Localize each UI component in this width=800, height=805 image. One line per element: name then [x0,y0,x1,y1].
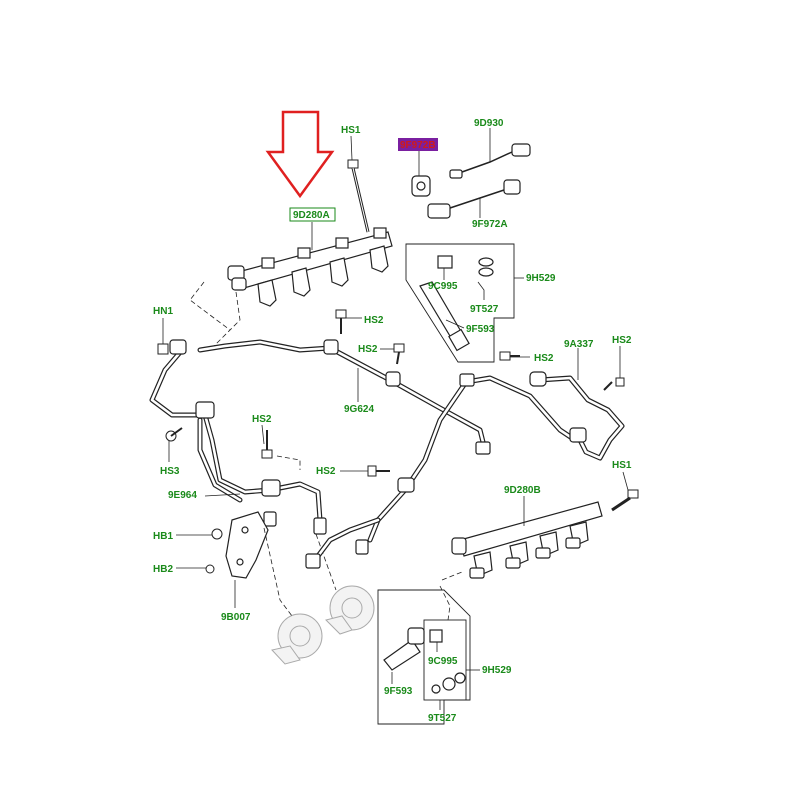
bolt-hb2[interactable] [205,564,215,574]
injector-bottom[interactable] [383,627,425,671]
label-hs2-mid: HS2 [316,466,336,477]
label-kit-bottom: 9H529 [482,665,512,676]
label-highlight-part: 9F972B [400,140,436,151]
bolt-hb1[interactable] [211,528,223,540]
highlight-label-bg [398,138,438,151]
label-hn1: HN1 [153,306,173,317]
label-bracket: 9B007 [221,612,251,623]
bolt-hs2-c[interactable] [499,351,520,361]
label-hb1: HB1 [153,531,173,542]
label-hb2: HB2 [153,564,173,575]
label-hs2-c: HS2 [534,353,554,364]
bolt-hs1-right[interactable] [611,489,639,512]
bolt-hs2-mid[interactable] [367,465,390,477]
label-pipe-left: 9E964 [168,490,197,501]
fuel-pipe-left[interactable] [149,339,333,535]
clip-top-icon [437,255,453,269]
mounting-bracket[interactable] [225,511,269,579]
bolt-hs2-b[interactable] [393,343,405,365]
fuel-pipe-right[interactable] [529,371,625,461]
label-seal-top: 9T527 [470,304,499,315]
label-hs3: HS3 [160,466,180,477]
bolt-hs2-left[interactable] [261,430,273,459]
label-kit-top: 9H529 [526,273,556,284]
label-hs2-a: HS2 [364,315,384,326]
bolt-hs2-right[interactable] [603,377,625,391]
label-hs1-top: HS1 [341,125,361,136]
fuel-rail-b[interactable] [451,501,603,579]
seal-top-icon [478,257,494,267]
label-sensor-b: 9F972A [472,219,508,230]
label-injector-top: 9F593 [466,324,495,335]
injector-kit-box-top [405,243,515,363]
label-pipe-center: 9G624 [344,404,374,415]
sensor-9f972a[interactable] [427,179,521,219]
label-clip-bottom: 9C995 [428,656,458,667]
fuel-pipe-center[interactable] [323,339,491,455]
nut-hn1[interactable] [157,343,169,355]
label-hs1-right: HS1 [612,460,632,471]
injector-top[interactable] [419,281,470,352]
label-rail-a: 9D280A [293,210,330,221]
label-hs2-left: HS2 [252,414,272,425]
clip-bottom-icon [429,629,443,643]
fuel-rail-a[interactable] [227,227,393,307]
label-injector-bottom: 9F593 [384,686,413,697]
bolt-hs3[interactable] [165,427,183,442]
label-pipe-a: 9A337 [564,339,594,350]
label-seal-bottom: 9T527 [428,713,457,724]
label-hs2-b: HS2 [358,344,378,355]
label-hs2-right: HS2 [612,335,632,346]
label-clip-top: 9C995 [428,281,458,292]
rail-a-label-box [289,207,336,222]
seal-bottom-icon [431,684,441,694]
pressure-sensor-highlighted[interactable] [411,175,431,197]
fuel-pipe-crossing[interactable] [305,373,578,569]
bolt-hs2-a[interactable] [335,309,347,334]
label-sensor-top: 9D930 [474,118,504,129]
bolt-hs1-top[interactable] [347,159,370,233]
label-rail-b: 9D280B [504,485,541,496]
fuel-pump-ghost [271,585,375,665]
indicator-arrow [265,110,335,199]
seal-kit-box-bottom [423,619,467,701]
